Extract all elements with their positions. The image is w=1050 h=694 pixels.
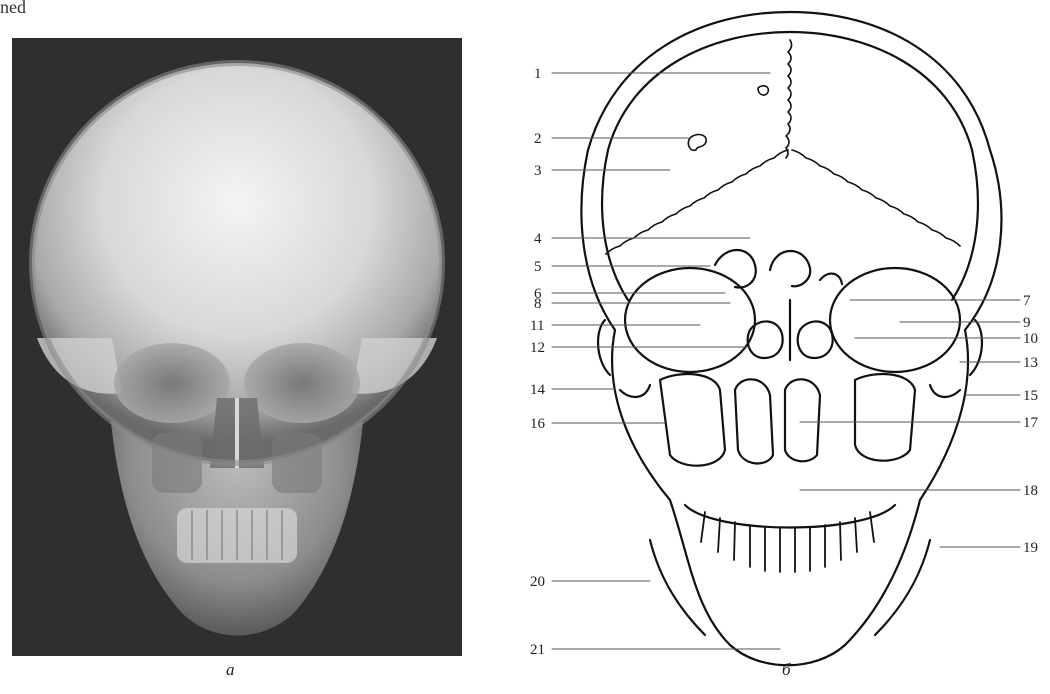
label-15: 15 — [1023, 388, 1038, 404]
skull-outline — [581, 12, 1001, 665]
labels-left: 1 2 3 4 5 6 8 11 12 14 16 20 21 — [530, 66, 546, 658]
caption-b: б — [782, 660, 791, 680]
labels-right: 7 9 10 13 15 17 18 19 — [1023, 293, 1039, 556]
skull-schematic-diagram: 1 2 3 4 5 6 8 11 12 14 16 20 21 7 9 10 1… — [520, 0, 1050, 689]
caption-a: а — [226, 660, 235, 680]
label-12: 12 — [530, 340, 545, 356]
label-4: 4 — [534, 231, 542, 247]
label-7: 7 — [1023, 293, 1031, 309]
label-18: 18 — [1023, 483, 1038, 499]
label-2: 2 — [534, 131, 542, 147]
label-13: 13 — [1023, 355, 1038, 371]
label-19: 19 — [1023, 540, 1038, 556]
cropped-text-fragment: ned — [0, 0, 26, 14]
label-10: 10 — [1023, 331, 1038, 347]
label-11: 11 — [530, 318, 544, 334]
label-21: 21 — [530, 642, 545, 658]
label-16: 16 — [530, 416, 546, 432]
label-17: 17 — [1023, 415, 1039, 431]
label-1: 1 — [534, 66, 542, 82]
label-8: 8 — [534, 296, 542, 312]
skull-xray-image — [12, 38, 462, 656]
label-14: 14 — [530, 382, 546, 398]
label-20: 20 — [530, 574, 545, 590]
label-5: 5 — [534, 259, 542, 275]
label-9: 9 — [1023, 315, 1031, 331]
label-3: 3 — [534, 163, 542, 179]
